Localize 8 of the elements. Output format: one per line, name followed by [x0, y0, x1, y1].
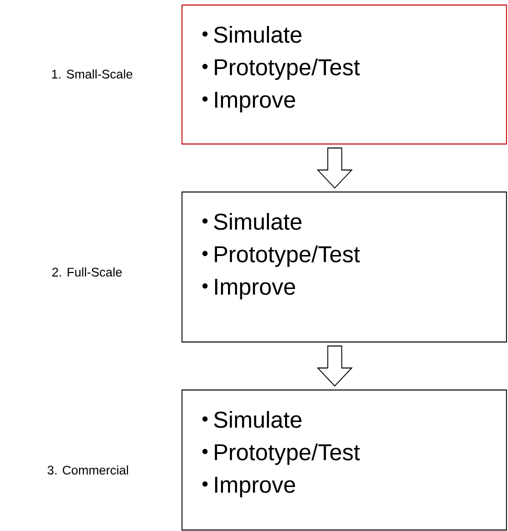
stage-label: 1. Small-Scale	[52, 69, 132, 79]
step-box: Simulate Prototype/Test Improve	[182, 4, 507, 144]
step-box: Simulate Prototype/Test Improve	[182, 192, 507, 342]
block-arrow	[316, 148, 353, 189]
stage-label: 2. Full-Scale	[52, 267, 122, 277]
stage-label: 3. Commercial	[48, 465, 128, 475]
step-box: Simulate Prototype/Test Improve	[182, 390, 507, 530]
block-arrow	[316, 346, 353, 387]
